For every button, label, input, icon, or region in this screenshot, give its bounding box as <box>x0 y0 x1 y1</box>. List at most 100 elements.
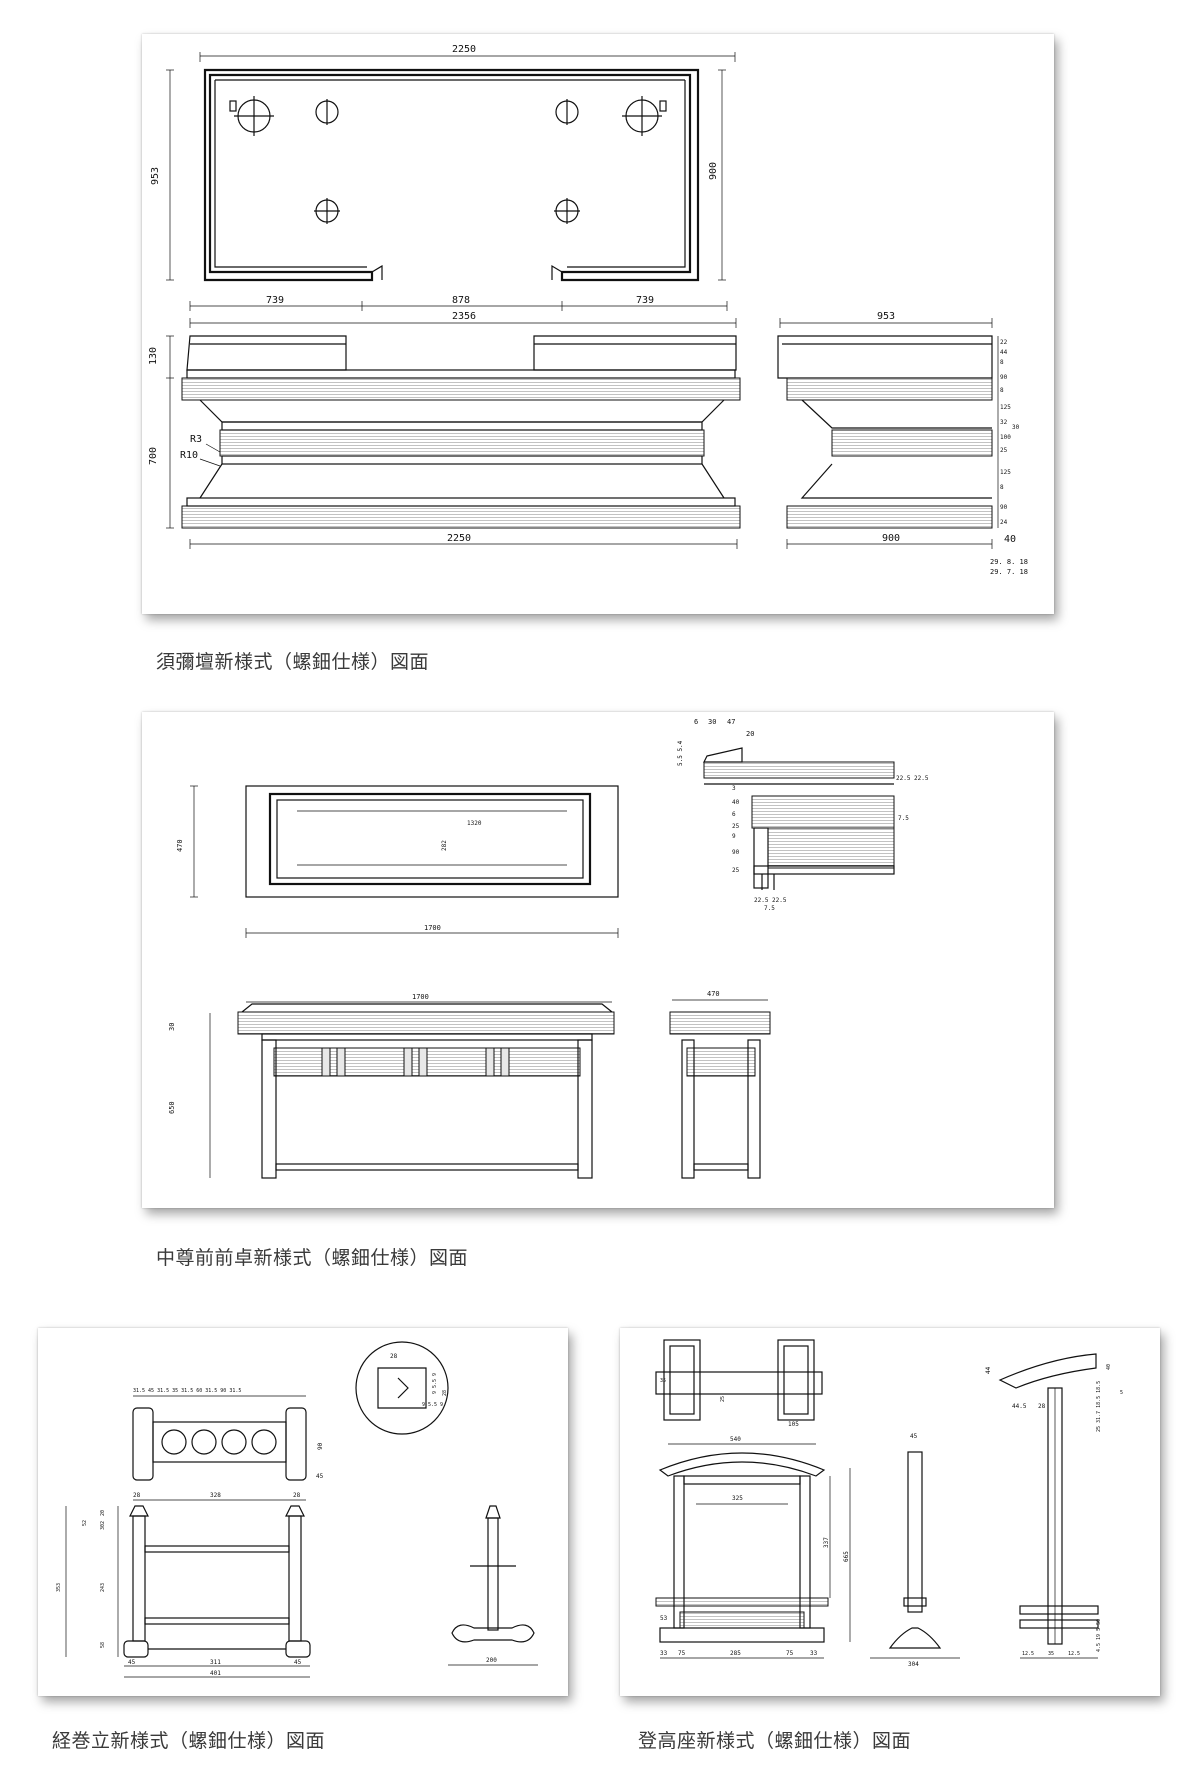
f-353: 353 <box>56 1583 62 1592</box>
dim-seg-mid: 878 <box>452 295 470 306</box>
dim-side-width-2: 470 <box>707 990 720 998</box>
dim-front-width: 2356 <box>452 311 476 322</box>
s-40: 40 <box>1106 1364 1112 1370</box>
side-stack-11: 8 <box>1000 484 1004 491</box>
kyokandate-front-elevation: 28 328 28 20 52 302 353 243 58 45 311 45 <box>56 1492 311 1678</box>
det-stack-6: 25 <box>732 867 740 874</box>
s-5: 5 <box>1120 1390 1123 1396</box>
det-stack-4: 9 <box>732 833 736 840</box>
kyokandate-drawing: 31.5 45 31.5 35 31.5 60 31.5 90 31.5 90 … <box>56 1341 538 1678</box>
f-328: 328 <box>210 1492 221 1499</box>
det-right: 22.5 22.5 <box>896 775 929 782</box>
side-stack-12: 90 <box>1000 504 1008 511</box>
dim-plan-depth: 470 <box>176 839 184 852</box>
caption-tokoza: 登高座新様式（螺鈿仕様）図面 <box>638 1730 912 1752</box>
drawing-sheet-tokoza: 35 25 105 540 325 337 665 53 33 75 285 7 <box>620 1328 1160 1696</box>
det-6: 6 <box>694 718 698 726</box>
side-stack-8: 30 <box>1012 424 1020 431</box>
shumidan-drawing: 2250 953 900 739 878 73 <box>148 44 1028 576</box>
side-stack-13: 24 <box>1000 519 1008 526</box>
label-r10: R10 <box>180 450 198 461</box>
side-stack-3: 90 <box>1000 374 1008 381</box>
maejoku-front-elevation: 1700 30 650 <box>168 993 615 1179</box>
f-311: 311 <box>210 1659 221 1666</box>
caption-maejoku: 中尊前前卓新様式（螺鈿仕様）図面 <box>156 1247 469 1269</box>
tokoza-side-elevation: 44 40 44.5 28 25 31.7 18.5 18.5 5 12.5 3… <box>985 1353 1123 1659</box>
dim-side-40: 40 <box>1004 534 1016 545</box>
dim-plan-inner-d: 282 <box>441 840 448 851</box>
det-bottom: 22.5 22.5 <box>754 897 787 904</box>
f-20: 20 <box>100 1510 106 1516</box>
f-665: 665 <box>843 1551 850 1562</box>
c-304: 304 <box>908 1661 919 1668</box>
f-53: 53 <box>660 1615 668 1622</box>
f-45b: 45 <box>294 1659 302 1666</box>
det-47: 47 <box>727 718 735 726</box>
caption-kyokandate: 経巻立新様式（螺鈿仕様）図面 <box>52 1730 326 1752</box>
shumidan-side-elevation: 953 22 44 8 90 8 125 32 100 30 25 125 8 <box>777 311 1028 576</box>
det-v2: 9 5.5 9 <box>422 1402 443 1408</box>
f-325: 325 <box>732 1495 743 1502</box>
kyokandate-detail-circle: 28 9 5.5 9 28 9 5.5 9 <box>355 1341 449 1435</box>
det-75: 7.5 <box>898 815 909 822</box>
det-left: 5.5 5.4 <box>677 740 684 766</box>
top-45: 45 <box>316 1473 324 1480</box>
dim-side-width: 953 <box>877 311 895 322</box>
det-20: 20 <box>746 730 754 738</box>
det-v: 9 5.5 9 <box>432 1373 438 1394</box>
tokoza-plan-view: 35 25 105 <box>655 1339 823 1428</box>
s-b1: 12.5 <box>1022 1651 1034 1657</box>
f-28b: 28 <box>293 1492 301 1499</box>
side-stack-6: 32 <box>1000 419 1008 426</box>
dim-front-height: 650 <box>168 1101 176 1114</box>
maejoku-plan-view: 470 1320 282 1700 <box>176 785 619 938</box>
maejoku-side-elevation: 470 <box>669 990 771 1179</box>
det-stack-2: 6 <box>732 811 736 818</box>
dim-seg-right: 739 <box>636 295 654 306</box>
dim-top-depth-left: 953 <box>150 167 161 185</box>
s-445: 44.5 <box>1012 1403 1027 1410</box>
s-bstack: 4.5 19 5 50 <box>1096 1619 1102 1652</box>
s-stack: 25 31.7 18.5 18.5 <box>1096 1381 1102 1432</box>
f-285: 285 <box>730 1650 741 1657</box>
kyokandate-side-elevation: 200 <box>448 1505 538 1666</box>
side-stack-1: 44 <box>1000 349 1008 356</box>
s-28: 28 <box>1038 1403 1046 1410</box>
caption-shumidan: 須彌壇新様式（螺鈿仕様）図面 <box>156 651 430 673</box>
dim-seg-left: 739 <box>266 295 284 306</box>
f-540: 540 <box>730 1436 741 1443</box>
f-75a: 75 <box>678 1650 686 1657</box>
s-b3: 12.5 <box>1068 1651 1080 1657</box>
side-stack-0: 22 <box>1000 339 1008 346</box>
dim-top-width: 2250 <box>452 44 476 55</box>
f-75b: 75 <box>786 1650 794 1657</box>
f-337: 337 <box>823 1537 830 1548</box>
c-45: 45 <box>910 1433 918 1440</box>
dim-plan-inner: 1320 <box>467 820 482 827</box>
side-stack-2: 8 <box>1000 359 1004 366</box>
drawing-sheet-maejoku: 470 1320 282 1700 6 30 47 20 5.5 5.4 <box>142 712 1054 1208</box>
p-105: 105 <box>788 1421 799 1428</box>
det-b2: 7.5 <box>764 905 775 912</box>
maejoku-detail-section: 6 30 47 20 5.5 5.4 3 40 6 25 9 90 25 22.… <box>677 718 929 912</box>
dim-plan-width: 1700 <box>424 924 441 932</box>
f-302: 302 <box>100 1521 106 1530</box>
det-30: 30 <box>708 718 716 726</box>
side-stack-10: 125 <box>1000 469 1011 476</box>
dim-front-h-top: 130 <box>148 347 159 365</box>
f-58: 58 <box>100 1642 106 1648</box>
det-stack-3: 25 <box>732 823 740 830</box>
dim-side-base: 900 <box>882 533 900 544</box>
shumidan-plan-view: 2250 953 900 739 878 73 <box>150 44 736 311</box>
date-1: 29. 8. 18 <box>990 558 1028 566</box>
det-stack-5: 90 <box>732 849 740 856</box>
side-stack-7: 100 <box>1000 434 1011 441</box>
shumidan-front-elevation: 2356 130 700 R3 R10 2250 <box>148 311 741 549</box>
f-45a: 45 <box>128 1659 136 1666</box>
dim-front-h-total: 700 <box>148 447 159 465</box>
kyokandate-top-view: 31.5 45 31.5 35 31.5 60 31.5 90 31.5 90 … <box>132 1388 324 1481</box>
p-35: 35 <box>660 1378 666 1384</box>
date-2: 29. 7. 18 <box>990 568 1028 576</box>
drawing-sheet-shumidan: 2250 953 900 739 878 73 <box>142 34 1054 614</box>
dim-top-depth-right: 900 <box>708 162 719 180</box>
